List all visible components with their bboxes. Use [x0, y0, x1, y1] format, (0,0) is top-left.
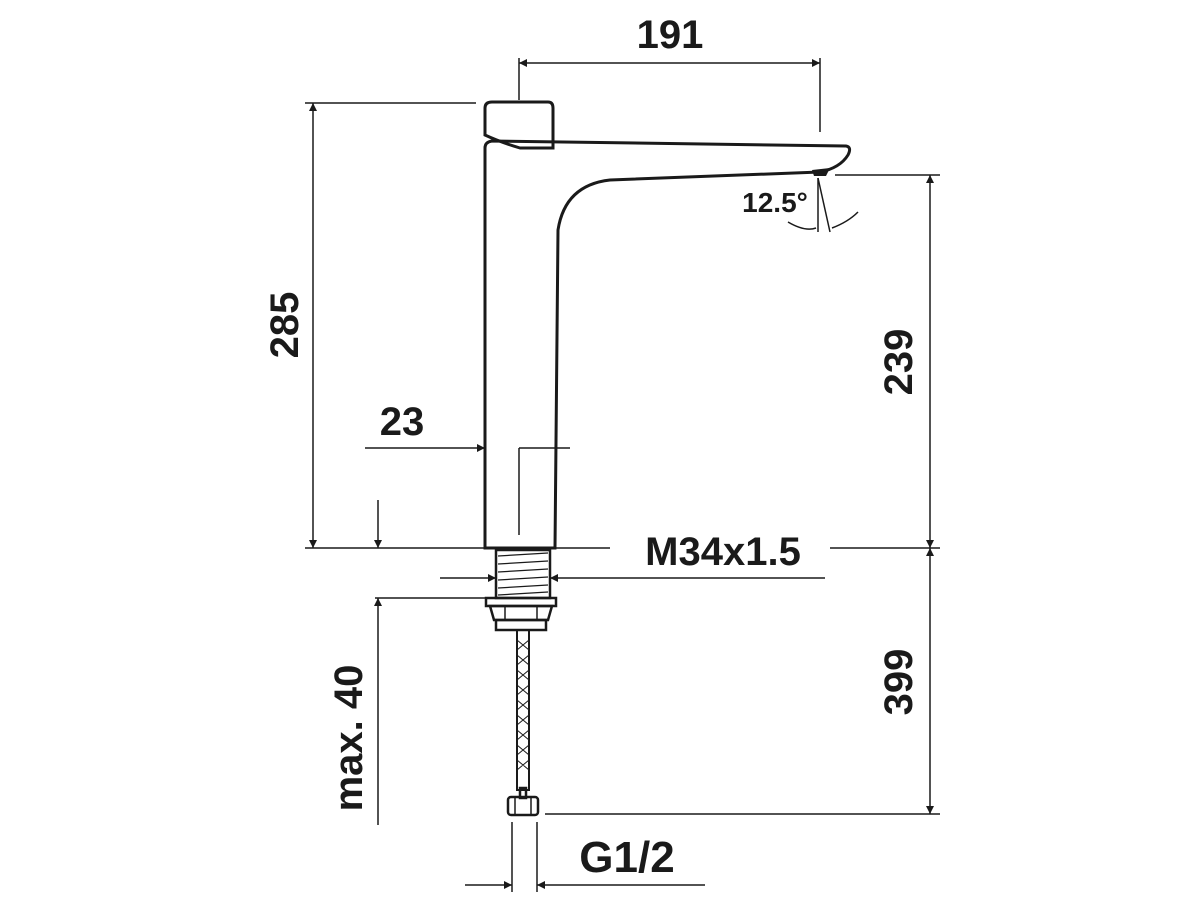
lever-handle	[483, 100, 555, 150]
dim-max-deck: max. 40	[327, 665, 371, 812]
dimension-lines	[305, 58, 940, 892]
supply-hose	[506, 629, 540, 817]
dim-connection: G1/2	[579, 833, 674, 882]
dim-thread: M34x1.5	[645, 530, 801, 574]
dim-spout-height: 239	[877, 329, 921, 396]
dim-spout-angle: 12.5°	[742, 187, 808, 218]
faucet-body	[483, 100, 852, 550]
thread-shank	[484, 548, 558, 632]
dim-body-offset: 23	[380, 400, 425, 444]
dim-spout-reach: 191	[637, 13, 704, 57]
dim-hose-length: 399	[877, 649, 921, 716]
aerator	[812, 168, 830, 176]
dim-total-height: 285	[263, 292, 307, 359]
